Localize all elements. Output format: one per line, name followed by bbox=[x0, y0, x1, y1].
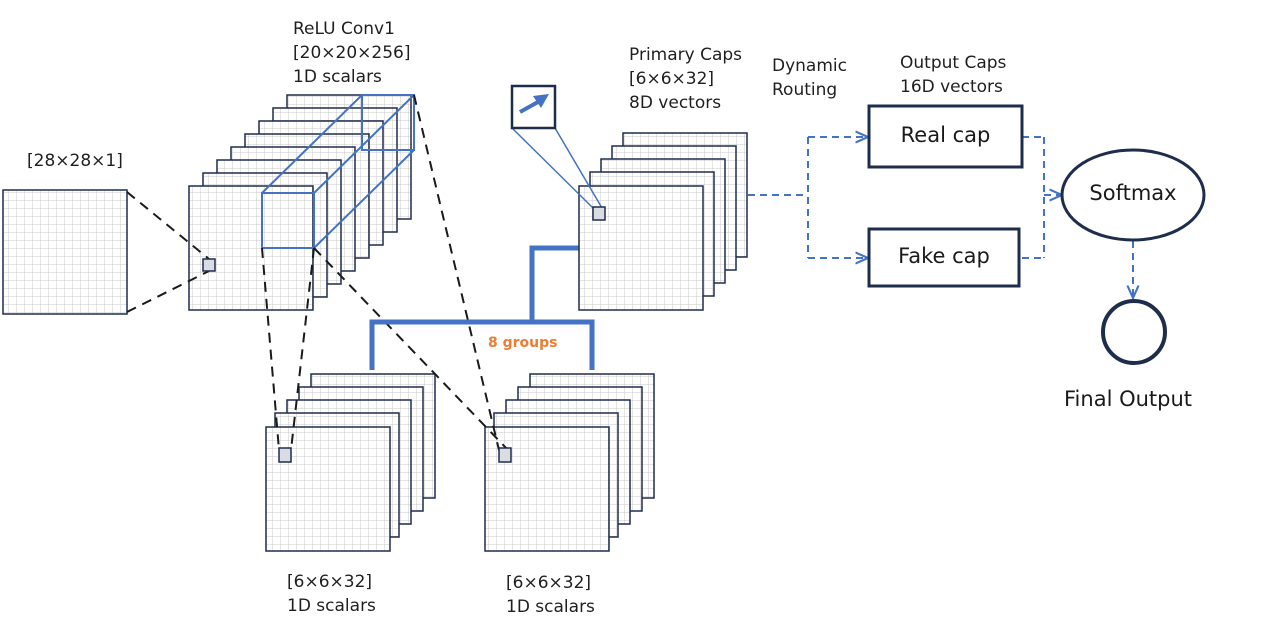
conv-title-label: ReLU Conv1 bbox=[293, 19, 395, 39]
conv1-stack bbox=[188, 94, 412, 311]
softmax-ellipse bbox=[1060, 148, 1206, 242]
routing-label-line1: Dynamic bbox=[772, 56, 847, 76]
group1-type-label: 1D scalars bbox=[287, 596, 376, 616]
conv-kernel-volume bbox=[261, 94, 415, 249]
final-output-label: Final Output bbox=[1064, 387, 1193, 411]
fake-cap-label: Fake cap bbox=[898, 244, 990, 268]
conv-to-group-lines bbox=[261, 94, 509, 451]
conv-dim-label: [20×20×256] bbox=[293, 43, 411, 63]
vector-zoom-lines bbox=[511, 127, 603, 209]
routing-lines bbox=[748, 137, 1133, 298]
arrow-up-right-icon bbox=[510, 84, 557, 130]
real-cap-label: Real cap bbox=[900, 123, 991, 147]
primary-dim-label: [6×6×32] bbox=[629, 69, 715, 89]
conv-cell bbox=[202, 258, 216, 272]
fake-cap-box bbox=[867, 227, 1021, 288]
group1-stack bbox=[265, 373, 436, 552]
input-image-grid bbox=[2, 189, 128, 315]
final-output-circle bbox=[1101, 299, 1167, 365]
primary-caps-cell bbox=[592, 206, 606, 221]
input-dim-label: [28×28×1] bbox=[27, 151, 123, 171]
primary-caps-stack bbox=[578, 132, 748, 311]
input-to-conv-lines bbox=[126, 191, 210, 313]
groups-label: 8 groups bbox=[488, 335, 558, 351]
group1-cell bbox=[278, 447, 292, 463]
real-cap-box bbox=[867, 104, 1024, 169]
routing-label-line2: Routing bbox=[772, 80, 838, 100]
softmax-label: Softmax bbox=[1089, 181, 1177, 205]
output-type-label: 16D vectors bbox=[900, 77, 1003, 97]
groups-bracket bbox=[369, 245, 595, 370]
group2-dim-label: [6×6×32] bbox=[506, 573, 592, 593]
group1-dim-label: [6×6×32] bbox=[287, 572, 373, 592]
output-title-label: Output Caps bbox=[900, 53, 1007, 73]
primary-title-label: Primary Caps bbox=[629, 45, 743, 65]
conv-type-label: 1D scalars bbox=[293, 67, 382, 87]
group2-cell bbox=[498, 447, 512, 463]
primary-type-label: 8D vectors bbox=[629, 93, 722, 113]
group2-type-label: 1D scalars bbox=[506, 597, 595, 617]
